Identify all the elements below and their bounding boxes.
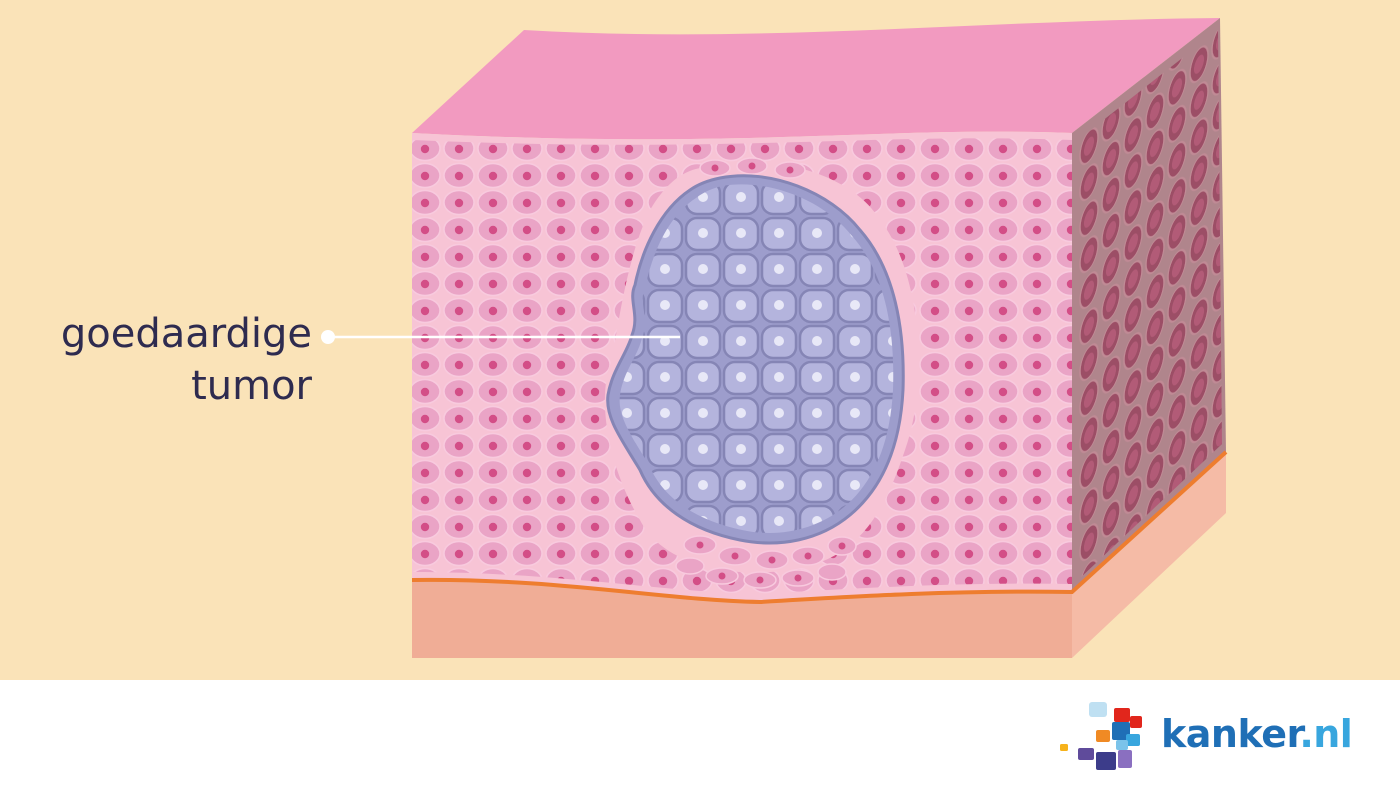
kanker-nl-logo[interactable]: kanker.nl — [1056, 700, 1376, 774]
side-cells — [1078, 30, 1222, 580]
skin-surface — [412, 18, 1220, 140]
logo-word-tld: .nl — [1299, 712, 1353, 756]
footer — [0, 680, 1400, 787]
lower-tissue-side — [1072, 452, 1226, 658]
logo-wordmark: kanker.nl — [1161, 712, 1353, 756]
logo-word-main: kanker — [1161, 712, 1300, 756]
tumor-cells — [619, 184, 894, 534]
tumor-label-line1: goedaardige — [60, 311, 312, 357]
illustration-canvas — [0, 0, 1400, 680]
skin-tissue-diagram — [321, 18, 1228, 658]
logo-mosaic-icon — [1060, 702, 1142, 770]
callout-dot — [321, 330, 335, 344]
lower-tissue-layer — [412, 579, 1072, 658]
compressed-nuclei — [696, 162, 846, 584]
basement-membrane — [411, 450, 1228, 605]
tumor-label-line2: tumor — [191, 363, 312, 409]
tumor-label: goedaardige tumor — [61, 308, 312, 412]
